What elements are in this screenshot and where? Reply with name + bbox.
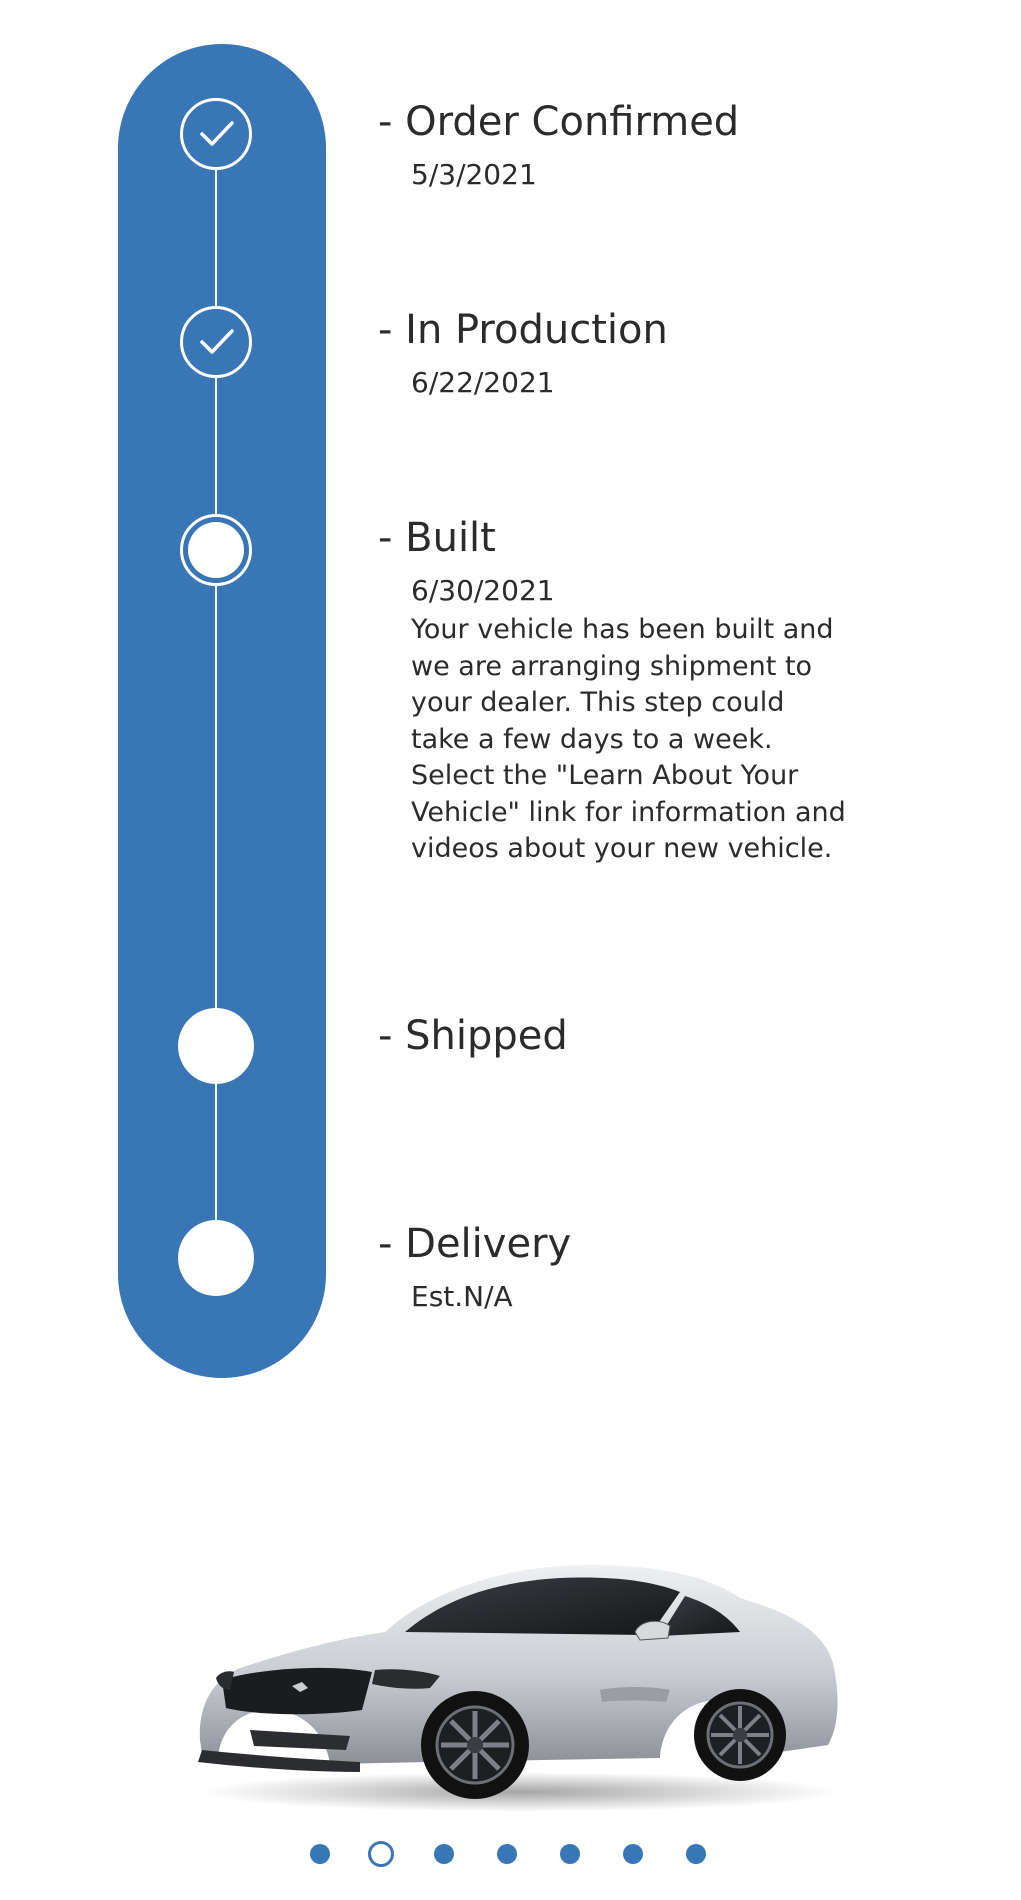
step-shipped: - Shipped — [378, 1012, 878, 1060]
check-icon — [200, 121, 234, 146]
step-node-built — [180, 514, 252, 586]
step-in-production: - In Production 6/22/2021 — [378, 306, 878, 400]
step-date: Est.N/A — [411, 1280, 513, 1313]
carousel-dot[interactable] — [497, 1844, 517, 1864]
step-delivery: - Delivery Est.N/A — [378, 1220, 878, 1314]
check-icon — [200, 329, 234, 354]
step-node-in-production — [180, 306, 252, 378]
step-title: - Built — [378, 515, 496, 561]
step-title: - Shipped — [378, 1013, 568, 1059]
carousel-dot-active[interactable] — [368, 1841, 394, 1867]
step-order-confirmed: - Order Confirmed 5/3/2021 — [378, 98, 878, 192]
step-node-delivery — [178, 1220, 254, 1296]
step-description: Your vehicle has been built and we are a… — [411, 614, 846, 864]
current-step-dot — [188, 522, 244, 578]
tracker-pill — [118, 44, 326, 1378]
step-built: - Built 6/30/2021 Your vehicle has been … — [378, 514, 878, 868]
step-date: 5/3/2021 — [411, 158, 537, 191]
carousel-pagination — [0, 1839, 1021, 1869]
track-line-4 — [215, 1084, 217, 1220]
carousel-dot[interactable] — [686, 1844, 706, 1864]
step-title: - In Production — [378, 307, 668, 353]
step-title: - Order Confirmed — [378, 99, 740, 145]
carousel-dot[interactable] — [434, 1844, 454, 1864]
step-date: 6/22/2021 — [411, 366, 555, 399]
step-title: - Delivery — [378, 1221, 572, 1267]
step-date: 6/30/2021 — [411, 574, 555, 607]
track-line-1 — [215, 170, 217, 306]
step-node-shipped — [178, 1008, 254, 1084]
carousel-dot[interactable] — [310, 1844, 330, 1864]
carousel-dot[interactable] — [623, 1844, 643, 1864]
track-line-2 — [215, 378, 217, 514]
track-line-3 — [215, 586, 217, 1008]
carousel-dot[interactable] — [560, 1844, 580, 1864]
step-node-order-confirmed — [180, 98, 252, 170]
car-image[interactable] — [180, 1540, 860, 1820]
